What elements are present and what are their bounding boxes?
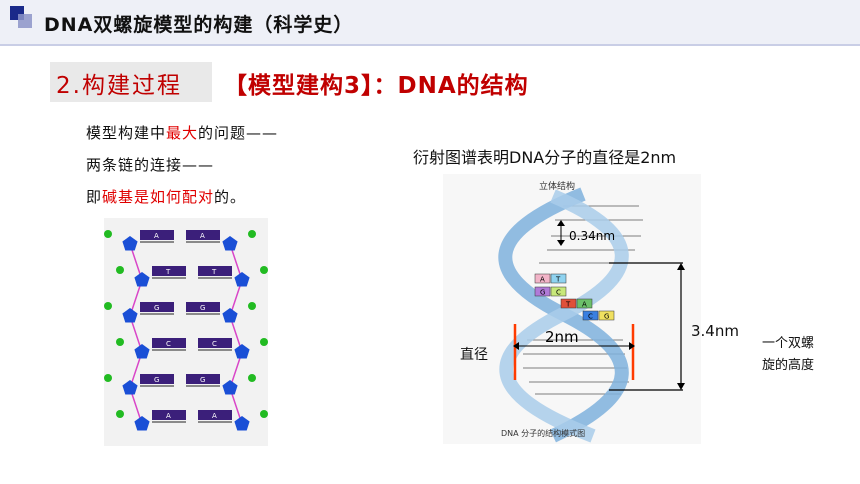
base-chip xyxy=(534,286,551,297)
phosphate-dot xyxy=(260,410,268,418)
base-chip-letter: G xyxy=(540,289,545,297)
base-chip xyxy=(582,310,599,321)
phosphate-dot xyxy=(260,338,268,346)
base-block xyxy=(140,374,174,384)
question-line-3: 即碱基是如何配对的。 xyxy=(86,186,246,207)
question-line-1: 模型构建中最大的问题—— xyxy=(86,122,278,143)
pitch-label-line-2: 旋的高度 xyxy=(762,358,815,373)
section-subtitle: 【模型建构3】：DNA的结构 xyxy=(224,73,529,99)
figure-image-title: 立体结构 xyxy=(539,180,575,192)
base-chip-letter: C xyxy=(556,289,561,297)
phosphate-dot xyxy=(248,302,256,310)
base-chip xyxy=(560,298,577,309)
base-chip xyxy=(534,273,551,284)
question-line-1-post: 的问题—— xyxy=(198,124,279,142)
diameter-label: 直径 xyxy=(460,347,488,363)
sugar-pentagon xyxy=(222,236,238,251)
base-chip xyxy=(576,298,593,309)
phosphate-dot xyxy=(116,338,124,346)
phosphate-dot xyxy=(104,230,112,238)
header-bar: DNA双螺旋模型的构建（科学史） xyxy=(0,0,860,46)
base-letter-left: G xyxy=(154,376,159,384)
base-chip-letter: T xyxy=(565,301,571,309)
base-letter-right: C xyxy=(212,340,217,348)
phosphate-dot xyxy=(248,374,256,382)
sugar-pentagon xyxy=(234,344,250,359)
base-chip xyxy=(550,286,567,297)
diameter-value: 2nm xyxy=(545,328,579,346)
sugar-pentagon xyxy=(234,272,250,287)
sugar-pentagon xyxy=(122,236,138,251)
sugar-pentagon xyxy=(222,380,238,395)
base-pair-model-panel: A A T T G G C C G G A A xyxy=(104,218,268,446)
base-block xyxy=(198,338,232,348)
sugar-pentagon xyxy=(222,308,238,323)
base-block xyxy=(140,230,174,240)
base-letter-left: C xyxy=(166,340,171,348)
phosphate-dot xyxy=(248,230,256,238)
rung-spacing-label: 0.34nm xyxy=(569,229,615,243)
base-pair-model-diagram: A A T T G G C C G G A A xyxy=(104,230,268,431)
base-letter-right: A xyxy=(200,232,205,240)
base-chip-letter: A xyxy=(582,301,587,309)
sugar-pentagon xyxy=(134,416,150,431)
phosphate-dot xyxy=(104,302,112,310)
base-chip-letter: G xyxy=(604,313,609,321)
sugar-pentagon xyxy=(234,416,250,431)
pitch-value: 3.4nm xyxy=(691,322,739,340)
question-line-3-post: 的。 xyxy=(214,188,247,206)
base-letter-left: G xyxy=(154,304,159,312)
base-block xyxy=(152,410,186,420)
header-square-accent-icon xyxy=(18,14,32,28)
question-line-3-highlight: 碱基是如何配对 xyxy=(102,188,215,206)
base-letter-right: G xyxy=(200,376,205,384)
page-title: DNA双螺旋模型的构建（科学史） xyxy=(44,14,354,36)
phosphate-dot xyxy=(116,410,124,418)
figure-caption: 衍射图谱表明DNA分子的直径是2nm xyxy=(413,148,677,167)
phosphate-dot xyxy=(260,266,268,274)
base-chip-letter: C xyxy=(588,313,593,321)
question-line-1-highlight: 最大 xyxy=(166,124,199,142)
sugar-pentagon xyxy=(122,380,138,395)
base-block xyxy=(198,266,232,276)
base-chip-letter: A xyxy=(540,276,545,284)
base-letter-right: T xyxy=(211,268,217,276)
phosphate-dot xyxy=(104,374,112,382)
base-block xyxy=(186,302,220,312)
sugar-pentagon xyxy=(134,344,150,359)
base-chip xyxy=(598,310,615,321)
base-block xyxy=(152,338,186,348)
section-number: 2.构建过程 xyxy=(56,73,182,99)
section-number-box xyxy=(50,62,212,102)
base-chip-letter: T xyxy=(555,276,561,284)
question-line-1-pre: 模型构建中 xyxy=(86,124,167,142)
base-chip xyxy=(550,273,567,284)
question-line-2: 两条链的连接—— xyxy=(86,156,215,174)
base-block xyxy=(140,302,174,312)
base-block xyxy=(186,374,220,384)
figure-image-footer: DNA 分子的结构模式图 xyxy=(501,428,585,438)
base-letter-right: A xyxy=(212,412,217,420)
base-letter-left: A xyxy=(166,412,171,420)
pitch-label-line-1: 一个双螺 xyxy=(762,336,815,351)
sugar-pentagon xyxy=(122,308,138,323)
sugar-pentagon xyxy=(134,272,150,287)
base-block xyxy=(198,410,232,420)
base-letter-left: T xyxy=(165,268,171,276)
base-letter-left: A xyxy=(154,232,159,240)
question-line-3-pre: 即 xyxy=(86,188,103,206)
base-letter-right: G xyxy=(200,304,205,312)
phosphate-dot xyxy=(116,266,124,274)
base-block xyxy=(152,266,186,276)
base-block xyxy=(186,230,220,240)
